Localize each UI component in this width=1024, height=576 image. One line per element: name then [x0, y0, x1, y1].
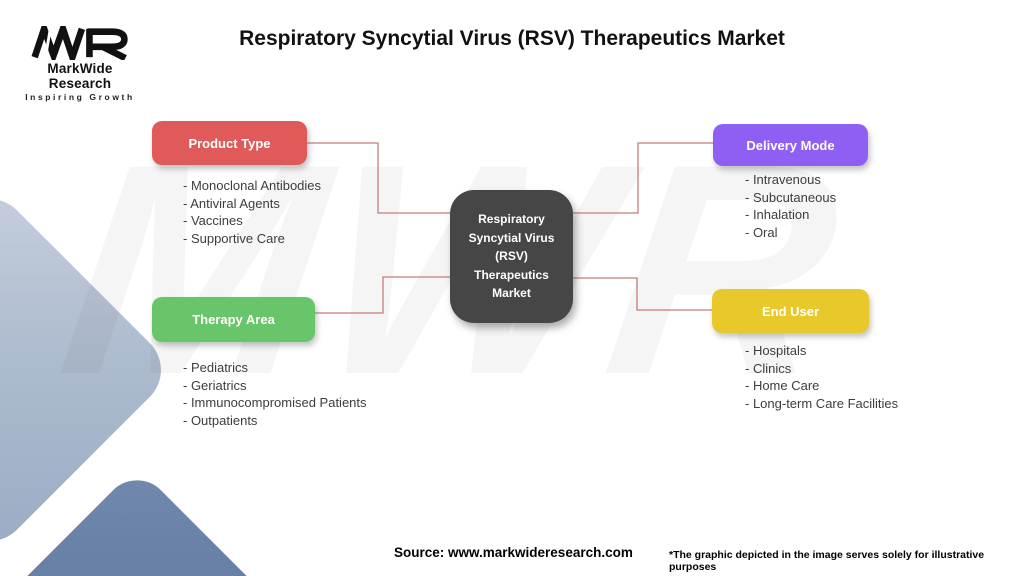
connector-product-type [307, 142, 450, 214]
list-item: - Supportive Care [183, 230, 285, 246]
list-item: - Oral [745, 224, 778, 240]
markwide-logo: MarkWide Research Inspiring Growth [20, 26, 140, 102]
connector-therapy-area [315, 276, 450, 314]
central-market-node: Respiratory Syncytial Virus (RSV) Therap… [450, 190, 573, 323]
delivery-mode-list: - Intravenous - Subcutaneous - Inhalatio… [745, 171, 836, 241]
list-item: - Geriatrics [183, 377, 247, 393]
end-user-list: - Hospitals - Clinics - Home Care - Long… [745, 342, 898, 412]
source-credit: Source: www.markwideresearch.com [394, 545, 633, 560]
disclaimer-note: *The graphic depicted in the image serve… [669, 549, 985, 573]
list-item: - Hospitals [745, 343, 807, 358]
list-item: - Vaccines [183, 213, 243, 228]
list-item: - Immunocompromised Patients [183, 395, 367, 410]
logo-tagline: Inspiring Growth [25, 92, 135, 102]
list-item: - Inhalation [745, 207, 810, 222]
list-item: - Monoclonal Antibodies [183, 178, 322, 193]
mwr-logo-icon [31, 26, 128, 60]
list-item: - Outpatients [183, 412, 258, 428]
list-item: - Clinics [745, 360, 792, 376]
page-title: Respiratory Syncytial Virus (RSV) Therap… [239, 27, 785, 50]
logo-company-name: MarkWide Research [47, 61, 113, 91]
connector-end-user [573, 277, 712, 311]
list-item: - Long-term Care Facilities [745, 395, 899, 411]
connector-delivery-mode [573, 142, 713, 214]
list-item: - Subcutaneous [745, 189, 837, 205]
therapy-area-list: - Pediatrics - Geriatrics - Immunocompro… [183, 359, 367, 429]
branch-box-product-type: Product Type [152, 121, 307, 165]
list-item: - Pediatrics [183, 360, 249, 375]
branch-box-therapy-area: Therapy Area [152, 297, 315, 342]
branch-box-end-user: End User [712, 289, 869, 333]
list-item: - Home Care [745, 378, 820, 393]
list-item: - Antiviral Agents [183, 195, 280, 211]
branch-box-delivery-mode: Delivery Mode [713, 124, 868, 166]
list-item: - Intravenous [745, 172, 821, 187]
product-type-list: - Monoclonal Antibodies - Antiviral Agen… [183, 177, 321, 247]
